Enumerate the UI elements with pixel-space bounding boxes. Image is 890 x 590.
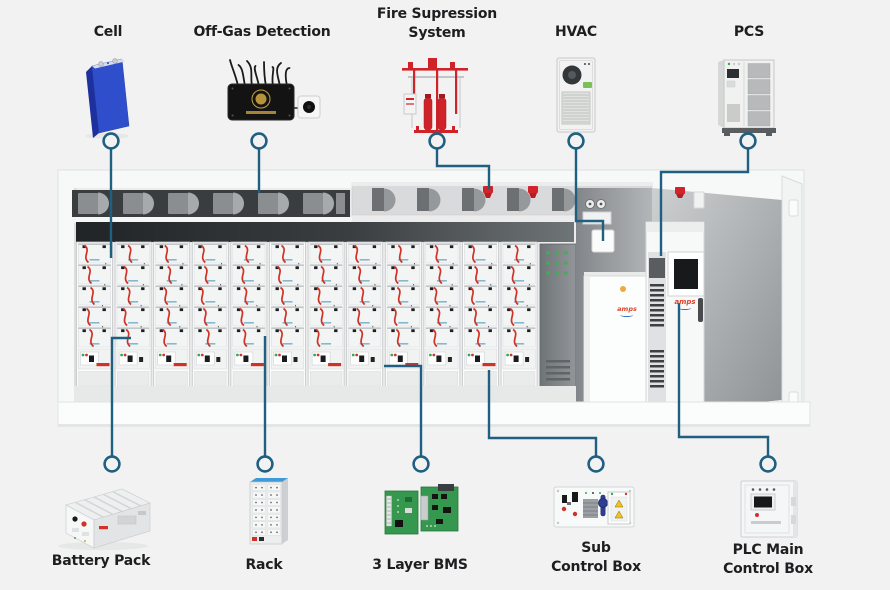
amps-logo-swoosh xyxy=(620,313,634,317)
cell-product-image xyxy=(85,58,130,139)
label-pcs: PCS xyxy=(733,24,765,40)
label-battery-pack: Battery Pack xyxy=(51,553,151,569)
pcs-screen xyxy=(674,259,698,289)
rack-column xyxy=(230,241,268,389)
fire-suppression-product-image xyxy=(402,58,468,133)
bms-product-image xyxy=(384,484,459,535)
rack-top-shadow-band xyxy=(76,222,574,242)
lion-emblem-icon xyxy=(255,93,267,105)
off-gas-detector-product-image xyxy=(227,59,321,121)
callout-marker xyxy=(759,455,777,473)
plc-main-control-box-product-image xyxy=(740,480,798,538)
indicator-dot xyxy=(620,286,626,292)
rack-column xyxy=(307,241,345,389)
connector-pcs xyxy=(659,149,750,256)
connector-plc xyxy=(677,303,770,457)
rack-column xyxy=(269,241,306,389)
connector-fire-suppression xyxy=(435,149,491,189)
label-plc-main-line2: Control Box xyxy=(723,561,813,577)
callout-marker xyxy=(103,455,121,473)
rack-end-electrical-cabinet xyxy=(539,243,577,391)
callout-marker xyxy=(102,132,120,150)
sub-control-box-product-image xyxy=(553,486,635,528)
rack-column xyxy=(191,241,229,389)
connector-sub-control xyxy=(487,370,598,457)
fire-sprinkler-icon xyxy=(675,187,685,198)
container-floor xyxy=(57,401,811,427)
rack-column xyxy=(384,241,422,389)
pcs-indoor-cabinet xyxy=(645,221,705,407)
label-rack: Rack xyxy=(245,557,283,573)
label-plc-main-control-box: PLC Main Control Box xyxy=(723,541,813,579)
callout-marker xyxy=(587,455,605,473)
amps-logo: amps xyxy=(617,306,637,317)
label-cell: Cell xyxy=(93,24,123,40)
pcs-product-image xyxy=(718,59,776,136)
control-cabinet-amps xyxy=(583,272,647,411)
rack-column xyxy=(76,241,113,389)
battery-pack-product-image xyxy=(58,488,151,550)
amps-logo-text: amps xyxy=(617,305,637,313)
hvac-product-image xyxy=(556,57,596,133)
callout-marker xyxy=(567,132,585,150)
amps-logo: amps xyxy=(674,298,696,310)
connector-battery-pack xyxy=(110,336,131,457)
door-handle xyxy=(698,298,703,322)
connector-bms xyxy=(384,364,423,457)
label-off-gas: Off-Gas Detection xyxy=(193,24,331,40)
rack-column xyxy=(346,241,384,389)
fire-sprinkler-icon xyxy=(483,186,493,198)
rack-product-image xyxy=(249,478,288,545)
amps-logo-text: amps xyxy=(674,298,696,306)
label-sub-control-box: Sub Control Box xyxy=(551,539,641,577)
callout-marker xyxy=(739,132,757,150)
label-plc-main-line1: PLC Main xyxy=(732,542,804,558)
rack-column xyxy=(500,241,538,389)
amps-logo-swoosh xyxy=(678,306,692,310)
rack-column xyxy=(423,241,461,389)
rack-column xyxy=(114,241,152,389)
pcs-room xyxy=(645,175,803,418)
label-sub-control-line1: Sub xyxy=(581,540,611,556)
plc-screen xyxy=(754,496,772,508)
label-fire-suppression: Fire Supression System xyxy=(377,5,497,43)
label-hvac: HVAC xyxy=(555,24,597,40)
callout-connectors xyxy=(102,132,777,473)
connector-hvac xyxy=(574,149,605,241)
callout-marker xyxy=(250,132,268,150)
fire-sprinkler-icon xyxy=(528,186,538,198)
callout-marker xyxy=(412,455,430,473)
label-fire-suppression-line1: Fire Supression xyxy=(376,6,498,22)
battery-rack-row xyxy=(76,241,538,389)
wall-bracket xyxy=(693,191,705,209)
warning-triangle-icon xyxy=(614,499,624,508)
battery-room-floor xyxy=(74,386,576,404)
warning-triangle-icon xyxy=(614,510,624,519)
callout-marker xyxy=(428,132,446,150)
rack-column xyxy=(153,241,191,389)
callout-marker xyxy=(256,455,274,473)
label-fire-suppression-line2: System xyxy=(408,25,466,41)
label-sub-control-line2: Control Box xyxy=(551,559,641,575)
rack-column xyxy=(462,241,499,389)
label-3-layer-bms: 3 Layer BMS xyxy=(372,557,468,573)
cable-duct-left xyxy=(72,190,352,223)
